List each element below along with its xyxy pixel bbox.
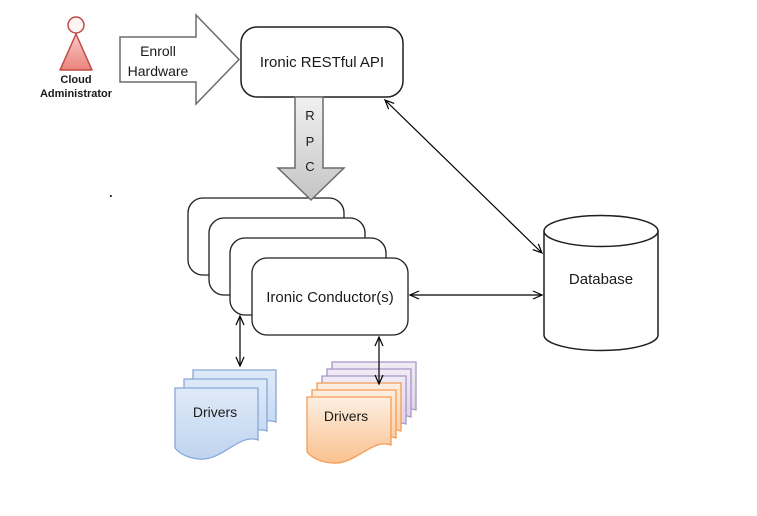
connectors <box>235 98 544 386</box>
database-node: Database <box>543 214 659 352</box>
actor-label-line1: Cloud <box>60 74 91 86</box>
database-label: Database <box>569 271 633 288</box>
conductor-box-front <box>251 257 409 336</box>
drivers-stack-orange-purple: Drivers <box>306 361 417 464</box>
api-label: Ironic RESTful API <box>260 54 384 71</box>
ironic-conductors-stack: Ironic Conductor(s) <box>187 197 409 336</box>
enroll-label-line1: Enroll <box>140 43 176 59</box>
block-arrow-down-icon <box>276 96 346 202</box>
actor-label-line2: Administrator <box>40 88 113 100</box>
stray-dot: . <box>109 185 113 200</box>
rpc-letter-r: R <box>305 108 314 123</box>
drivers-orange-label: Drivers <box>324 408 368 424</box>
drivers-blue-label: Drivers <box>193 404 237 420</box>
cylinder-top <box>543 214 659 248</box>
actor-body-icon <box>59 33 93 71</box>
drivers-stack-blue: Drivers <box>174 369 277 460</box>
block-arrow-right-icon <box>119 13 241 106</box>
actor-head-icon <box>67 16 85 34</box>
connector-api-database <box>383 98 544 255</box>
ironic-restful-api-node: Ironic RESTful API <box>240 26 404 98</box>
document-icon <box>174 387 259 460</box>
enroll-label-line2: Hardware <box>128 63 189 79</box>
cylinder-body <box>543 231 659 352</box>
rpc-letter-c: C <box>305 159 314 174</box>
rpc-arrow: R P C <box>276 96 346 202</box>
enroll-hardware-arrow: Enroll Hardware <box>119 13 241 106</box>
cloud-administrator-actor: Cloud Administrator <box>40 16 113 100</box>
document-icon <box>306 396 392 464</box>
rpc-letter-p: P <box>306 134 315 149</box>
conductors-label: Ironic Conductor(s) <box>266 289 394 306</box>
